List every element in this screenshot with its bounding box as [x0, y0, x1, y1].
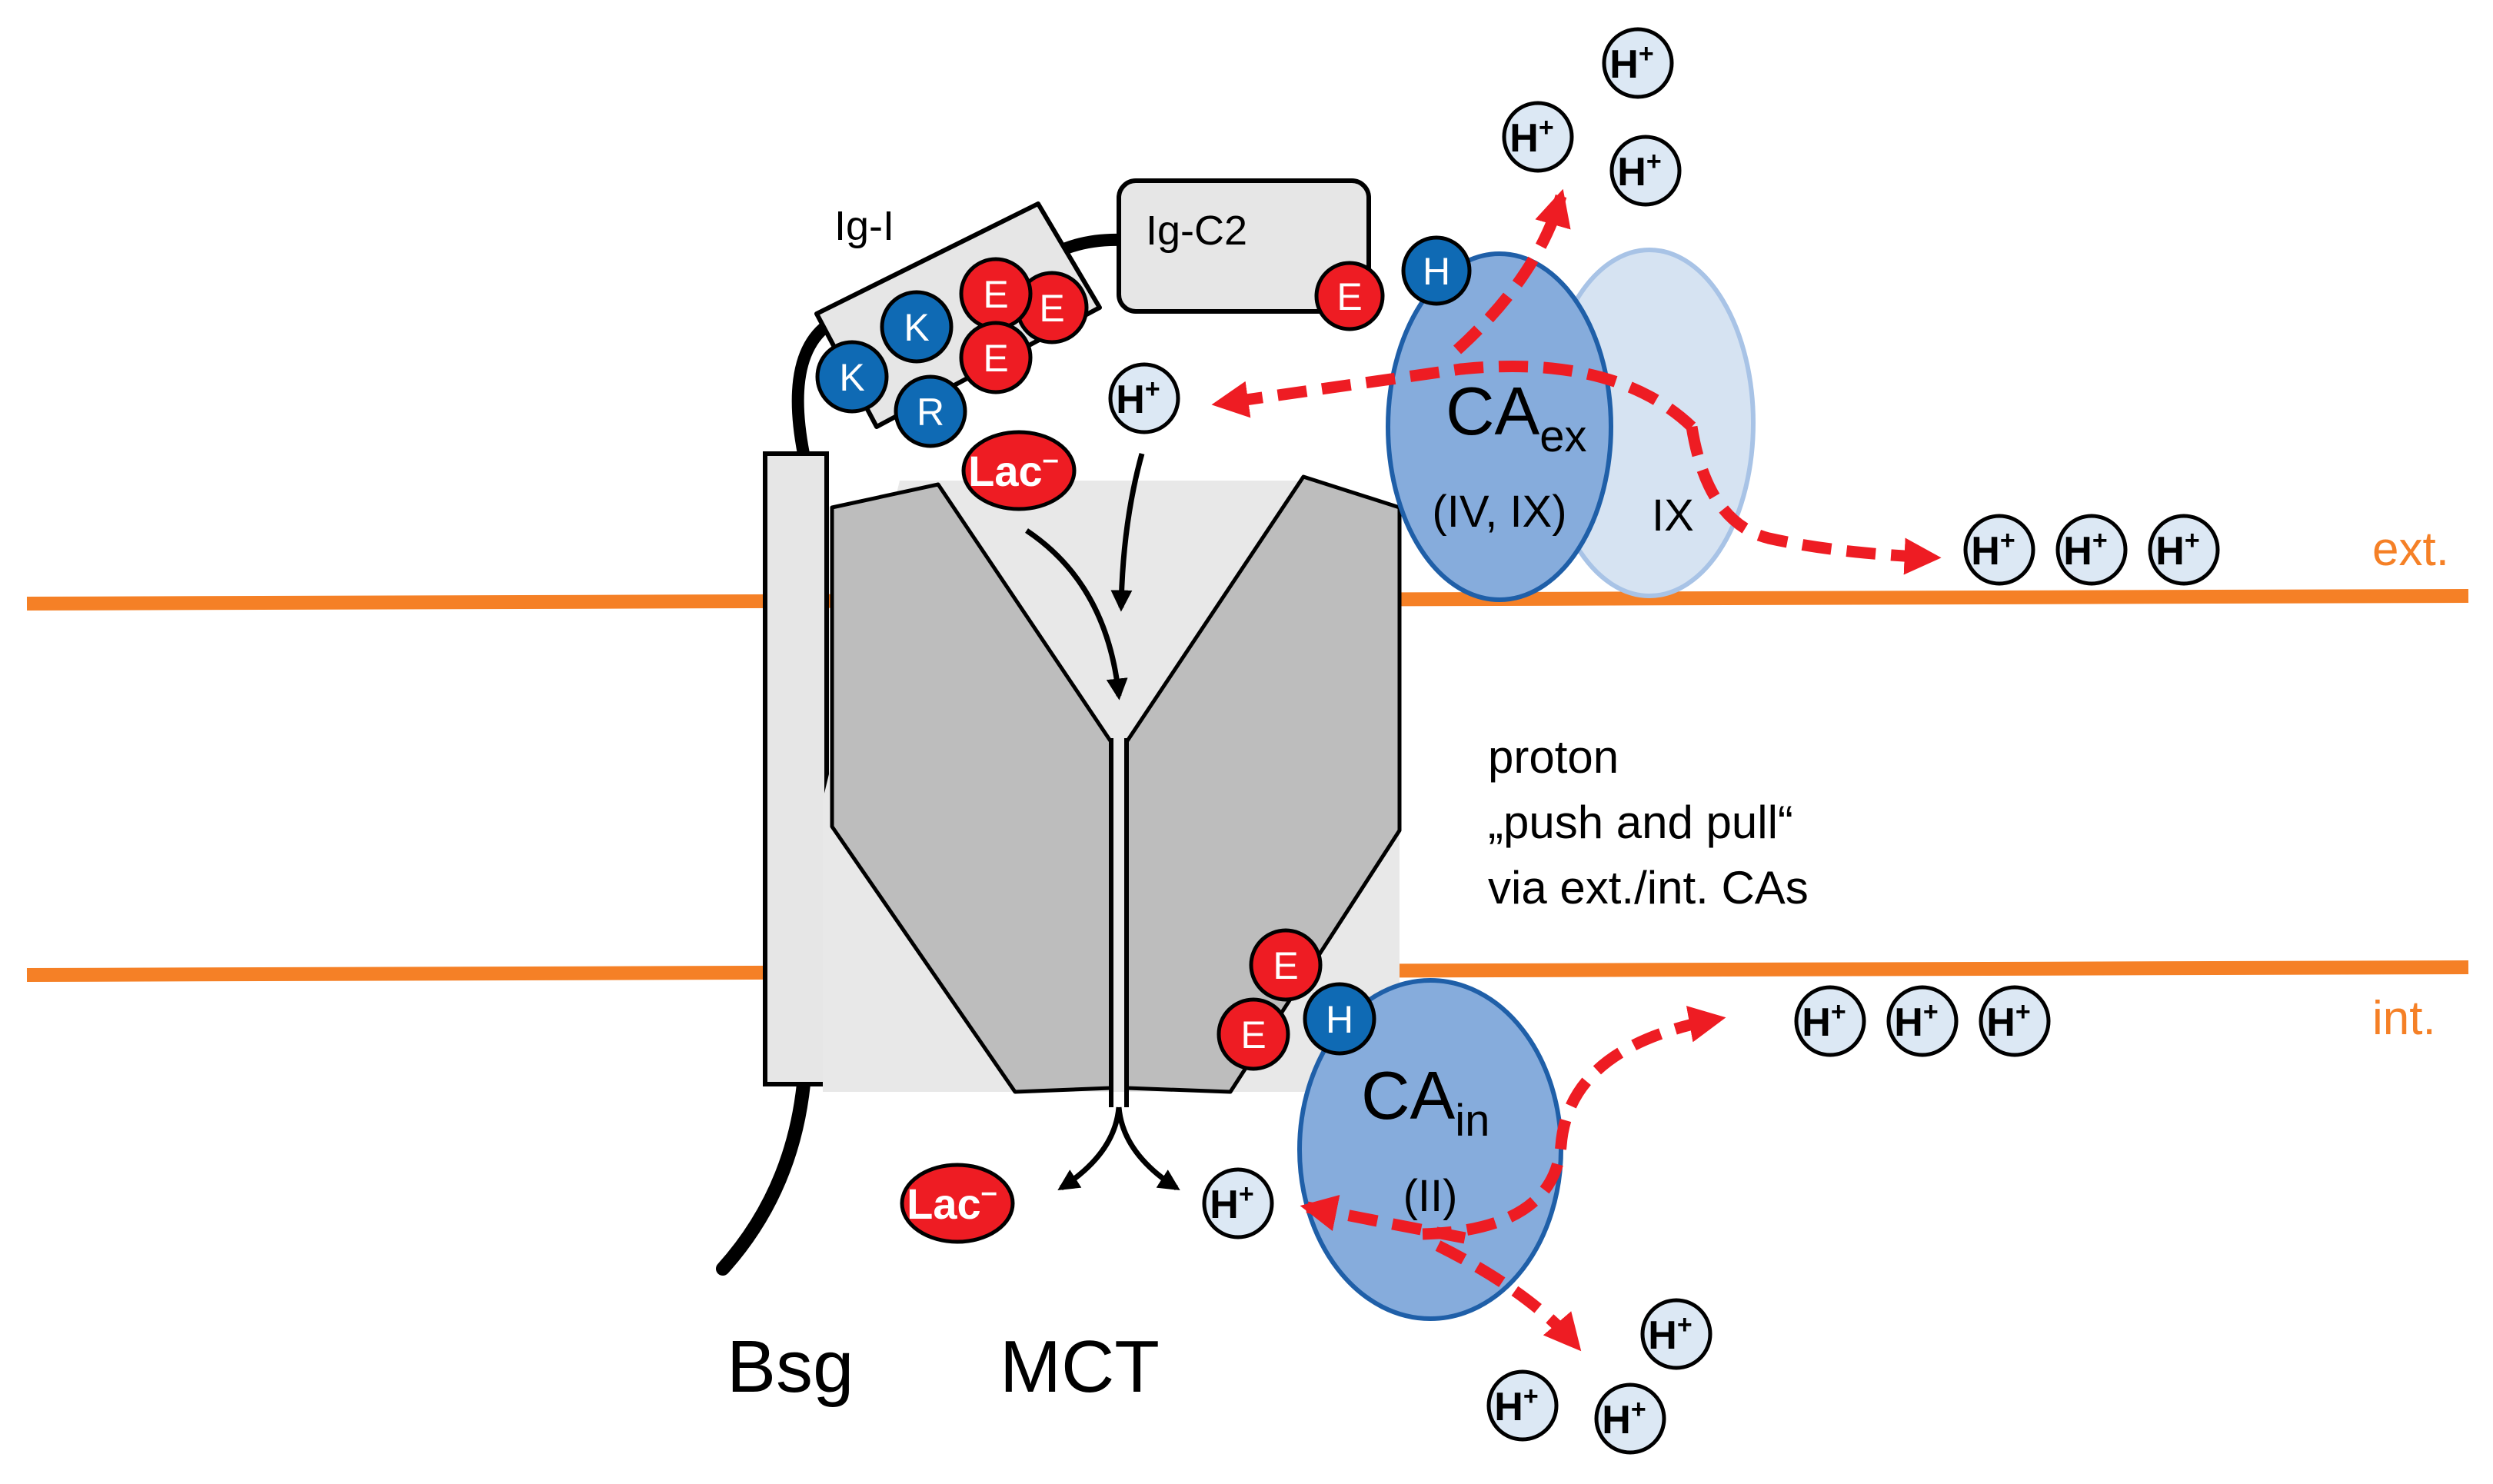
svg-text:R: R [917, 391, 944, 434]
ig1-residues: K K R E E E [815, 257, 1089, 448]
svg-text:E: E [1240, 1013, 1266, 1056]
residue-e-ig1-a: E [959, 257, 1033, 331]
svg-text:K: K [904, 306, 929, 349]
svg-text:E: E [983, 273, 1008, 316]
svg-text:H+: H+ [2063, 526, 2107, 574]
residue-r: R [894, 374, 967, 448]
lactate-exit-arrow [1057, 1106, 1122, 1191]
ca-in-label: CAin [1361, 1057, 1489, 1146]
bsg-transmembrane [763, 451, 829, 1086]
svg-text:H: H [1326, 998, 1353, 1041]
proton-near-mct-ext: H+ [1108, 362, 1180, 434]
label-int: int. [2372, 992, 2436, 1045]
svg-text:H+: H+ [1648, 1310, 1692, 1358]
proton-flow-caex-right [1686, 425, 1942, 575]
svg-text:H+: H+ [1986, 997, 2030, 1045]
residue-k2: K [815, 340, 889, 414]
proton-top-1: H+ [1602, 27, 1674, 99]
proton-flow-cain-down [1435, 1240, 1582, 1352]
note-line-2: „push and pull“ [1488, 797, 1793, 848]
lactate-int: Lac– [900, 1163, 1015, 1244]
svg-text:H+: H+ [1617, 147, 1661, 195]
ca-in-ellipse [1297, 978, 1563, 1321]
proton-flow-cain-to-mct [1300, 1194, 1466, 1244]
lactate-entry-arrow [1025, 528, 1128, 700]
svg-text:Lac–: Lac– [968, 444, 1059, 495]
proton-near-mct-int: H+ [1202, 1167, 1274, 1239]
residue-h-cain: H [1303, 982, 1376, 1056]
igc2-domain [1117, 178, 1371, 314]
proton-int-row-1: H+ [1794, 985, 1866, 1057]
bsg-tail [716, 1077, 810, 1276]
svg-text:H+: H+ [1802, 997, 1846, 1045]
svg-text:H+: H+ [1210, 1180, 1253, 1227]
proton-int-row-3: H+ [1979, 985, 2051, 1057]
label-mct: MCT [1000, 1326, 1160, 1408]
mct-residues: E E H [1217, 928, 1376, 1071]
ca-ex-isoforms: (IV, IX) [1432, 487, 1566, 537]
proton-bottom-2: H+ [1486, 1369, 1559, 1442]
svg-text:E: E [1273, 944, 1298, 987]
proton-entry-arrow [1110, 453, 1145, 612]
svg-text:K: K [839, 356, 864, 399]
svg-text:H+: H+ [1509, 113, 1553, 161]
proton-ext-row-3: H+ [2148, 514, 2220, 586]
svg-text:H+: H+ [1494, 1382, 1538, 1429]
residue-h-caex: H [1401, 235, 1472, 306]
svg-text:H+: H+ [1971, 526, 2015, 574]
label-bsg: Bsg [727, 1326, 854, 1408]
proton-flow-caex-to-mct [1211, 361, 1696, 431]
svg-text:H+: H+ [1894, 997, 1938, 1045]
proton-bottom-3: H+ [1594, 1383, 1666, 1455]
ca-ix-label: IX [1652, 491, 1694, 541]
svg-text:H+: H+ [2155, 526, 2199, 574]
proton-bottom-1: H+ [1640, 1298, 1712, 1370]
residue-e-mct-bottom: E [1217, 997, 1290, 1071]
svg-text:H: H [1423, 250, 1450, 293]
proton-ext-row-2: H+ [2055, 514, 2128, 586]
svg-text:Lac–: Lac– [907, 1176, 997, 1228]
igc2-label: Ig-C2 [1146, 208, 1247, 254]
svg-text:E: E [1336, 275, 1362, 318]
lactate-ext: Lac– [961, 430, 1077, 511]
proton-top-3: H+ [1609, 135, 1682, 207]
ca-ex-ellipse [1386, 251, 1613, 602]
proton-ext-row-1: H+ [1963, 514, 2035, 586]
note-line-3: via ext./int. CAs [1488, 862, 1809, 913]
proton-flow-caex-up [1453, 188, 1571, 354]
svg-text:E: E [983, 337, 1008, 380]
label-ext: ext. [2372, 523, 2449, 576]
note-line-1: proton [1488, 731, 1619, 783]
proton-flow-cain-up [1422, 1006, 1726, 1240]
proton-top-2: H+ [1502, 101, 1574, 173]
residue-e-igc2: E [1314, 261, 1385, 331]
ca-in-isoforms: (II) [1403, 1171, 1458, 1221]
ca-ex-label: CAex [1446, 373, 1587, 461]
residue-e-mct-top: E [1249, 928, 1323, 1002]
svg-text:E: E [1039, 287, 1064, 330]
proton-int-row-2: H+ [1886, 985, 1959, 1057]
proton-exit-arrow [1116, 1106, 1180, 1191]
ig1-label: Ig-I [834, 203, 894, 249]
igc2-residues: E H [1314, 235, 1472, 331]
svg-text:H+: H+ [1116, 374, 1160, 422]
residue-k1: K [880, 290, 954, 364]
svg-text:H+: H+ [1609, 39, 1653, 87]
residue-e-ig1-c: E [959, 321, 1033, 394]
svg-text:H+: H+ [1602, 1395, 1646, 1442]
